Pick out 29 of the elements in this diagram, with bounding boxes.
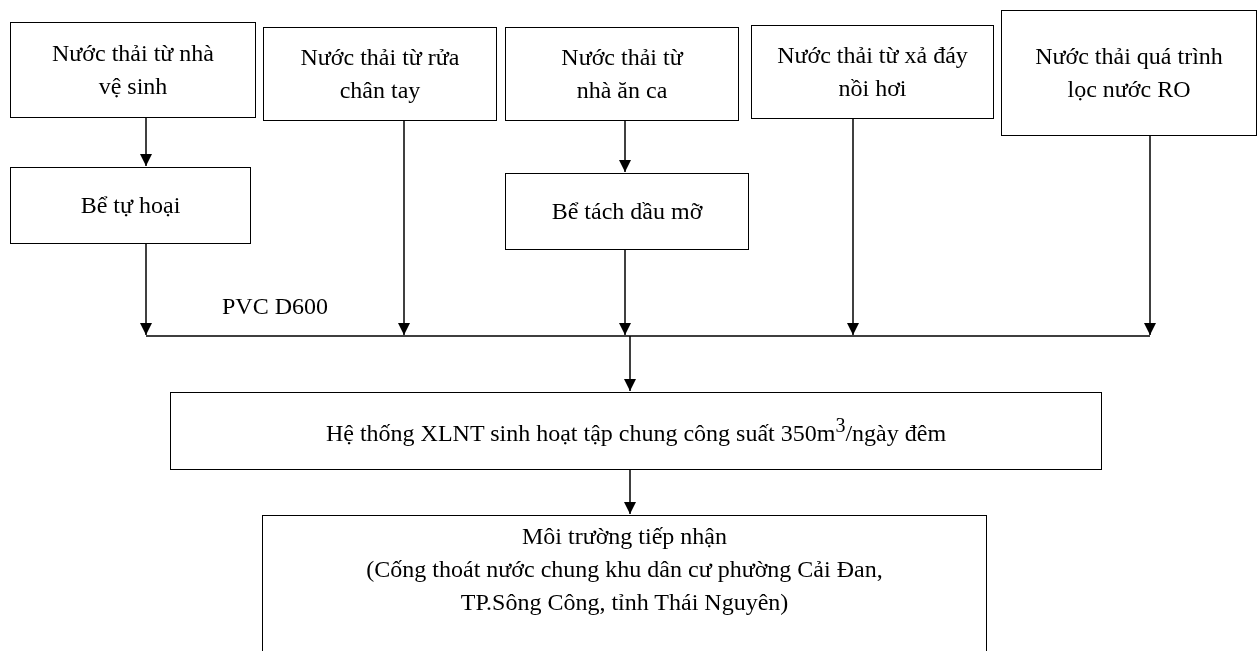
arrow bbox=[1144, 135, 1156, 336]
process-box bbox=[505, 27, 739, 121]
box-text: Nước thải từ nhà vệ sinh bbox=[51, 38, 215, 101]
arrow bbox=[619, 249, 631, 336]
pipe-label: PVC D600 bbox=[222, 292, 329, 321]
process-box bbox=[505, 173, 749, 250]
box-text: Nước thải từ nhà ăn ca bbox=[560, 42, 685, 105]
process-box bbox=[751, 25, 994, 119]
arrow bbox=[619, 120, 631, 173]
box-text: Nước thải quá trình lọc nước RO bbox=[1034, 41, 1224, 104]
arrow bbox=[624, 469, 636, 515]
box-text: Môi trường tiếp nhận bbox=[522, 522, 727, 551]
box-text: Hệ thống XLNT sinh hoạt tập chung công suất 350m$^{3}$/ngày đêm bbox=[325, 412, 947, 448]
arrow bbox=[847, 118, 859, 336]
box-subtext: (Cống thoát nước chung khu dân cư phường Cải Đan, TP.Sông Công, tỉnh Thái Nguyên) bbox=[365, 555, 884, 618]
process-box bbox=[10, 22, 256, 118]
box-text: Nước thải từ xả đáy nồi hơi bbox=[776, 40, 969, 103]
collector-pipe-arrow bbox=[145, 335, 1151, 392]
arrow bbox=[140, 117, 152, 167]
process-box bbox=[1001, 10, 1257, 136]
process-box bbox=[170, 392, 1102, 470]
process-box bbox=[263, 27, 497, 121]
arrow bbox=[140, 243, 152, 336]
box-text: Nước thải từ rửa chân tay bbox=[299, 42, 461, 105]
box-text: Bể tách dầu mỡ bbox=[551, 196, 703, 226]
process-box bbox=[262, 515, 987, 651]
arrow bbox=[398, 120, 410, 336]
process-box bbox=[10, 167, 251, 244]
box-text: Bể tự hoại bbox=[80, 190, 181, 220]
